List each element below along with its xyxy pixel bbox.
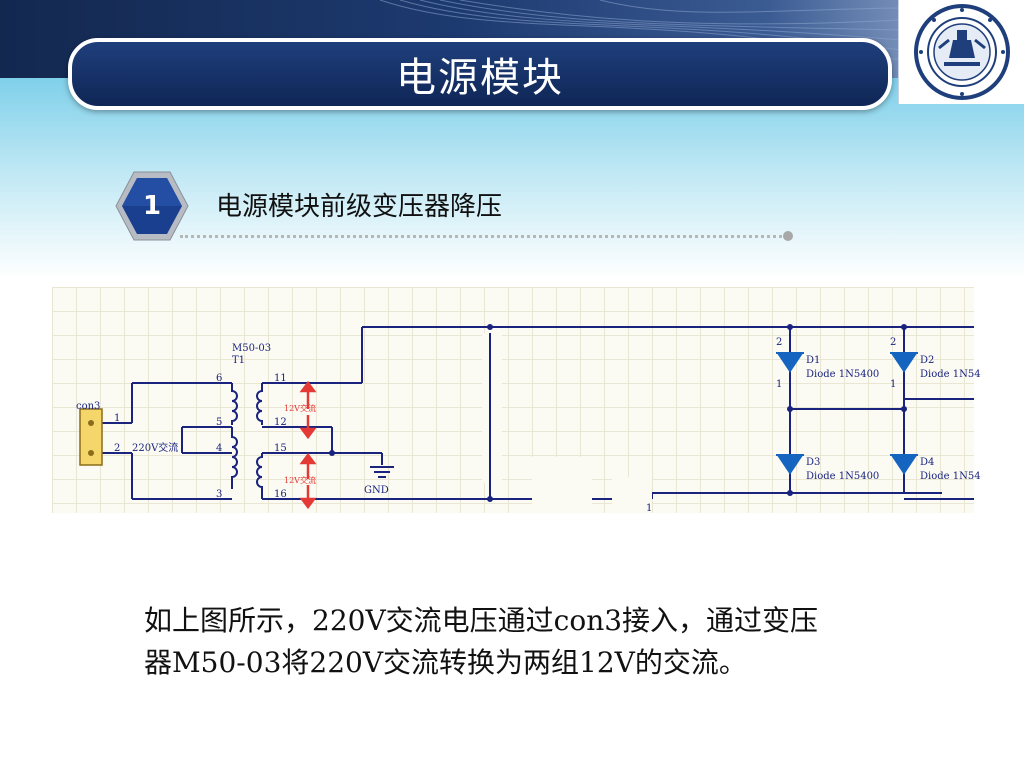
diode-d1-ref: D1 <box>806 355 820 366</box>
secondary-pin: 16 <box>274 489 287 500</box>
diode-d2-icon <box>890 352 918 373</box>
section-number-badge: 1 <box>114 170 190 242</box>
title-banner: 电源模块 <box>68 38 892 110</box>
edge-pin-label: 1 <box>646 503 652 514</box>
secondary-pin: 11 <box>274 373 287 384</box>
diode-d3-icon <box>776 454 804 475</box>
ground-icon <box>370 466 394 478</box>
university-seal-icon <box>914 4 1010 100</box>
diode-d4-ref: D4 <box>920 457 934 468</box>
description-line-2: 器M50-03将220V交流转换为两组12V的交流。 <box>144 646 747 679</box>
schematic-drawing: con3 1 2 220V交流 M50-03 T1 6 5 4 3 11 12 … <box>76 324 981 514</box>
section-number: 1 <box>142 191 162 221</box>
diode-d2-part: Diode 1N54 <box>920 369 981 380</box>
diode-d2-pin: 1 <box>890 379 896 390</box>
section-title: 电源模块前级变压器降压 <box>216 192 503 222</box>
input-voltage-label: 220V交流 <box>132 441 178 454</box>
primary-pin: 6 <box>216 373 222 384</box>
page-title: 电源模块 <box>396 55 564 101</box>
transformer-model: M50-03 <box>232 343 271 354</box>
section-divider <box>180 235 788 238</box>
diode-d1-icon <box>776 352 804 373</box>
connector-icon <box>79 408 103 466</box>
circuit-schematic: con3 1 2 220V交流 M50-03 T1 6 5 4 3 11 12 … <box>52 287 981 514</box>
divider-end-dot <box>783 231 793 241</box>
diode-d3-part: Diode 1N5400 <box>806 471 879 482</box>
description-line-1: 如上图所示，220V交流电压通过con3接入，通过变压 <box>144 604 819 637</box>
secondary-pin: 15 <box>274 443 287 454</box>
connector-pin-1: 1 <box>114 413 120 424</box>
hexagon-badge-icon <box>115 171 189 241</box>
connector-pin-2: 2 <box>114 443 120 454</box>
diode-d4-icon <box>890 454 918 475</box>
diode-d3-ref: D3 <box>806 457 820 468</box>
diode-d2-ref: D2 <box>920 355 934 366</box>
diode-d2-pin: 2 <box>890 337 896 348</box>
voltage-arrows <box>299 380 317 510</box>
output-voltage-label-top: 12V交流 <box>284 403 316 413</box>
primary-pin: 5 <box>216 417 222 428</box>
output-voltage-label-bottom: 12V交流 <box>284 475 316 485</box>
diode-d1-pin: 1 <box>776 379 782 390</box>
connector-label: con3 <box>76 401 100 412</box>
diode-d1-part: Diode 1N5400 <box>806 369 879 380</box>
description-text: 如上图所示，220V交流电压通过con3接入，通过变压 器M50-03将220V… <box>144 600 944 684</box>
secondary-pin: 12 <box>274 417 287 428</box>
diode-d4-part: Diode 1N54 <box>920 471 981 482</box>
diode-d1-pin: 2 <box>776 337 782 348</box>
primary-pin: 4 <box>216 443 222 454</box>
primary-pin: 3 <box>216 489 222 500</box>
ground-label: GND <box>364 485 389 496</box>
transformer-ref: T1 <box>232 355 245 366</box>
university-logo <box>898 0 1025 104</box>
